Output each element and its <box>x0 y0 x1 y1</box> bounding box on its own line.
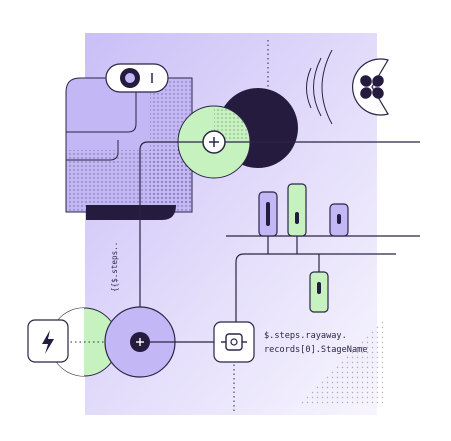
plus-button-bottom[interactable] <box>130 332 150 352</box>
wire-branch <box>235 253 396 330</box>
lightning-bolt-icon[interactable] <box>27 319 69 363</box>
card-block <box>65 77 193 220</box>
chip-icon[interactable] <box>213 321 255 363</box>
pill-lavender-right <box>329 203 349 237</box>
vertical-code-label: {{$.steps.. <box>110 242 119 292</box>
pill-lavender-left <box>258 191 278 254</box>
wire-top <box>139 141 420 330</box>
dotted-shape <box>300 318 385 404</box>
code-line-2: records[0].StageName <box>264 345 367 355</box>
plus-button-top[interactable] <box>202 130 226 154</box>
pill-green-top <box>287 183 307 254</box>
fan-icon <box>306 49 389 125</box>
toggle-switch-icon[interactable] <box>105 63 169 93</box>
pill-green-bottom <box>309 254 329 313</box>
code-line-1: $.steps.rayaway. <box>264 331 347 341</box>
